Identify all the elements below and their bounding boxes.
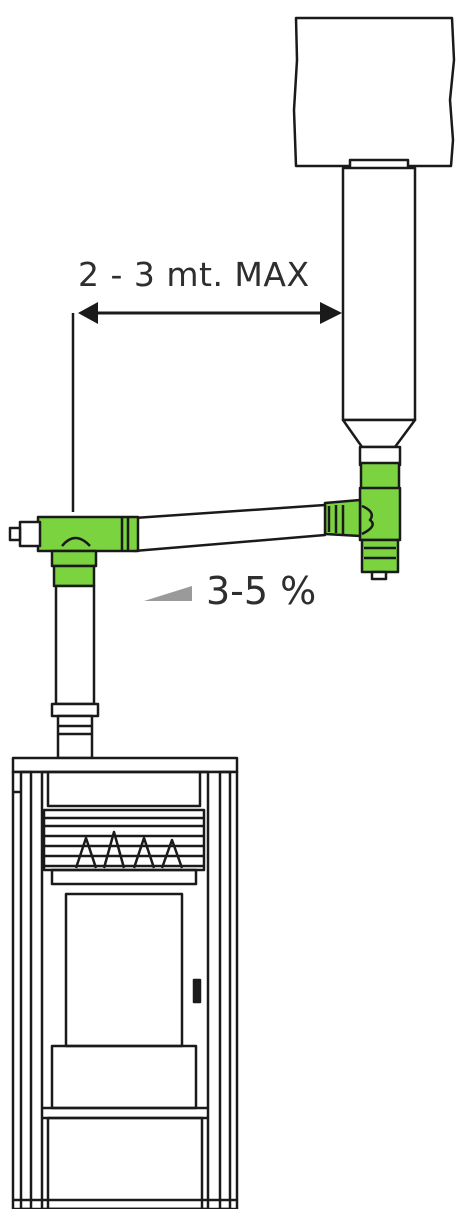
- slope-triangle-icon: [144, 586, 192, 601]
- right-drain-cap: [370, 570, 388, 581]
- chimney-pipe: [341, 166, 417, 467]
- distance-dimension: [71, 302, 342, 512]
- right-tee-fitting: [323, 461, 402, 574]
- chimney-cap: [292, 16, 456, 172]
- distance-label: 2 - 3 mt. MAX: [78, 255, 310, 294]
- sloped-connector-pipe: [132, 503, 327, 553]
- slope-label: 3-5 %: [206, 569, 317, 613]
- pellet-stove: [11, 756, 239, 1209]
- left-tee-fitting: [8, 515, 140, 588]
- stove-flue-pipe: [50, 584, 100, 760]
